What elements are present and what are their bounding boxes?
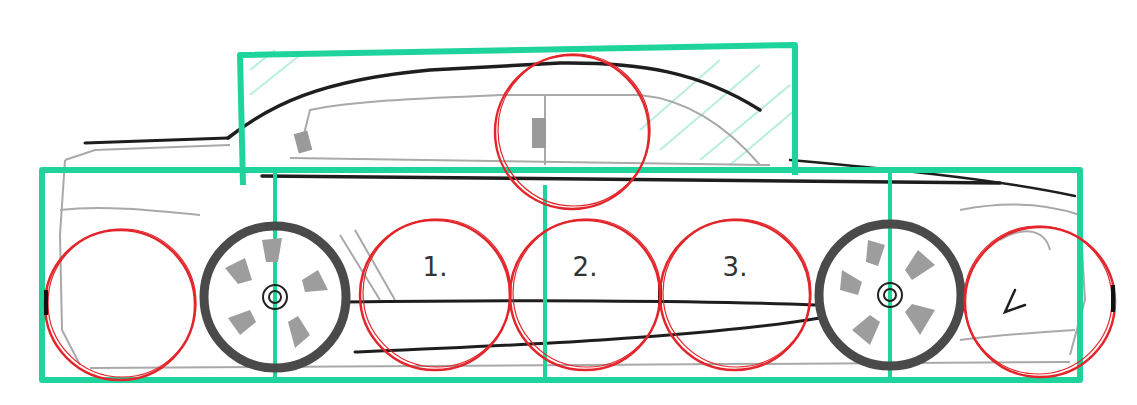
hub — [263, 285, 287, 309]
proportion-circle — [965, 227, 1115, 377]
wheel — [819, 224, 961, 366]
handle-shade — [532, 118, 546, 148]
proportion-circle — [964, 226, 1112, 374]
spoke — [225, 258, 252, 284]
hub — [269, 291, 281, 303]
spoke — [840, 270, 862, 295]
body-crease — [60, 208, 200, 215]
circle-stroke — [663, 219, 811, 367]
hatch-line — [660, 65, 760, 150]
tyre — [819, 224, 961, 366]
proportion-circle — [48, 229, 196, 377]
cabin-box — [240, 45, 795, 185]
hatch-line — [730, 110, 795, 165]
hub — [878, 283, 902, 307]
proportion-circle — [498, 54, 650, 206]
mirror-shade — [294, 131, 313, 154]
spoke — [905, 304, 935, 335]
circle-stroke — [513, 219, 661, 367]
numbered-circle: 3. — [658, 218, 812, 372]
spoke — [852, 315, 880, 345]
callout-number: 1. — [358, 252, 512, 282]
bumper-line — [960, 330, 1075, 340]
callout-number: 2. — [508, 252, 662, 282]
black-marks — [46, 285, 1113, 315]
circle-outline — [358, 218, 512, 372]
spoke — [302, 270, 328, 292]
green-boxes — [42, 45, 1080, 380]
tyre — [204, 226, 346, 368]
spoke — [866, 240, 885, 266]
hood-line — [790, 160, 1075, 196]
callout-number: 3. — [658, 252, 812, 282]
rocker-line — [355, 318, 820, 352]
proportion-circle — [495, 55, 649, 209]
rear-outline — [60, 160, 80, 365]
spoke — [262, 238, 282, 262]
circle-stroke — [360, 220, 510, 370]
circle-outline — [658, 218, 812, 372]
circle-stroke — [363, 219, 511, 367]
circle-stroke — [660, 220, 810, 370]
bumper-mark — [1005, 290, 1025, 312]
rear-deck-line — [85, 138, 228, 143]
numbered-circle: 1. — [358, 218, 512, 372]
spokes — [840, 240, 935, 345]
spoke — [288, 316, 310, 348]
axle-line — [888, 172, 892, 378]
red-circles — [45, 54, 1115, 380]
window-line — [300, 95, 760, 165]
window-sill — [290, 158, 770, 165]
center-line — [543, 185, 547, 378]
sill-line — [345, 301, 815, 305]
trunk-line — [65, 145, 230, 160]
hub — [884, 289, 896, 301]
spoke — [228, 310, 256, 335]
hatch-line — [250, 55, 300, 95]
tick — [44, 290, 48, 315]
spokes — [225, 238, 328, 348]
body-box — [42, 170, 1080, 380]
wheel — [204, 226, 346, 368]
numbered-circle: 2. — [508, 218, 662, 372]
tick — [1111, 285, 1115, 312]
shading — [294, 118, 546, 153]
spoke — [905, 250, 935, 280]
axle-line — [273, 172, 277, 378]
pencil-lines — [60, 95, 1085, 368]
proportion-circle — [45, 230, 195, 380]
circle-stroke — [510, 220, 660, 370]
circle-outline — [508, 218, 662, 372]
green-hatching — [250, 50, 795, 165]
